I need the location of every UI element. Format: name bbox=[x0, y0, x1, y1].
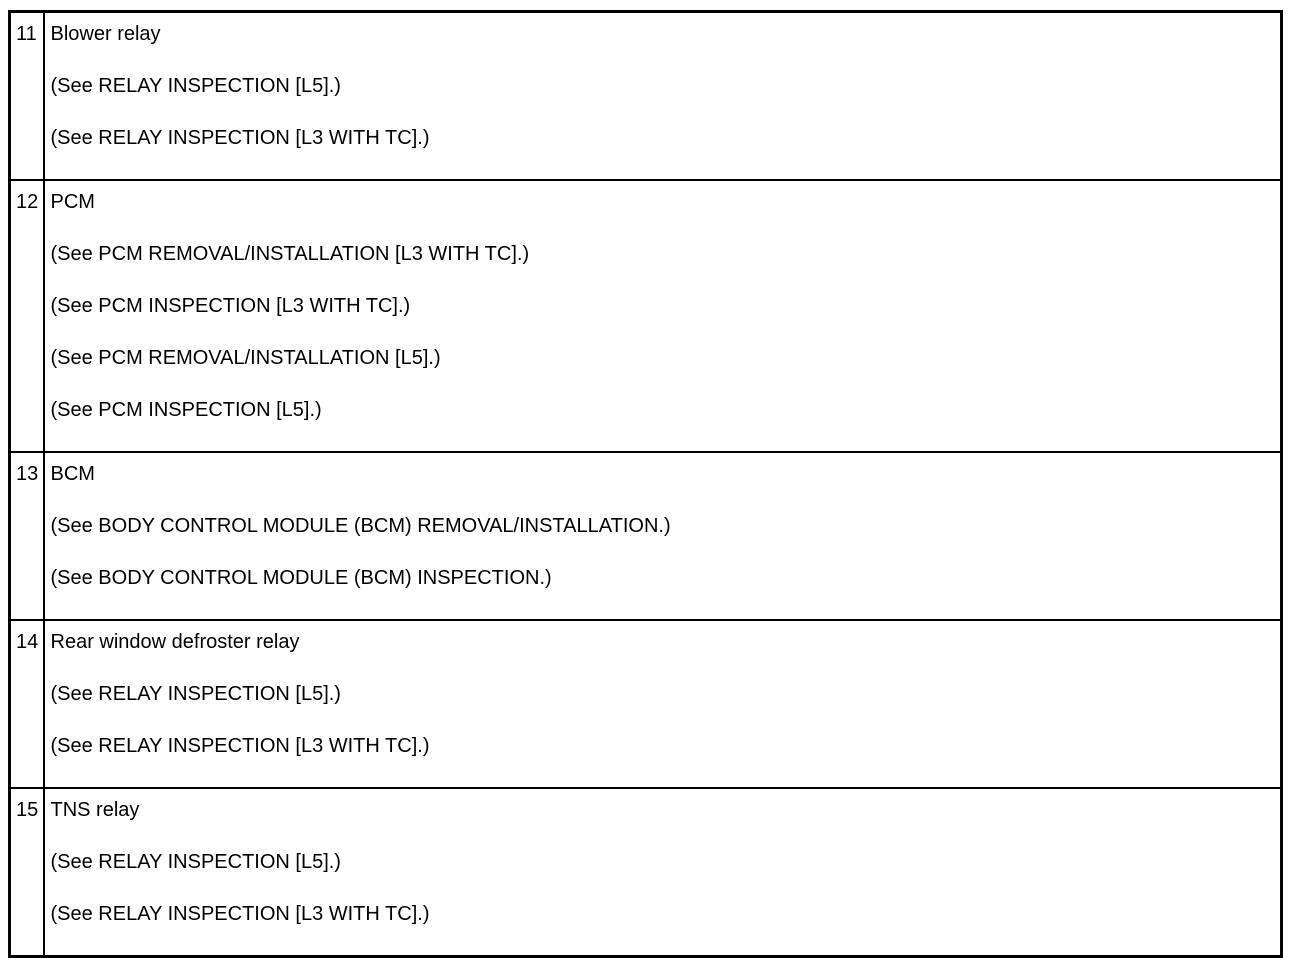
component-name: BCM bbox=[50, 463, 95, 485]
component-name: TNS relay bbox=[50, 799, 140, 821]
parts-table-body: 11 Blower relay (See RELAY INSPECTION [L… bbox=[9, 11, 1282, 957]
see-reference: (See PCM INSPECTION [L3 WITH TC].) bbox=[50, 295, 411, 317]
table-row: 11 Blower relay (See RELAY INSPECTION [L… bbox=[9, 11, 1282, 181]
row-description: Rear window defroster relay (See RELAY I… bbox=[44, 620, 1282, 788]
row-description: PCM (See PCM REMOVAL/INSTALLATION [L3 WI… bbox=[44, 180, 1282, 452]
table-row: 13 BCM (See BODY CONTROL MODULE (BCM) RE… bbox=[9, 452, 1282, 620]
row-number: 15 bbox=[9, 788, 45, 957]
see-reference: (See PCM REMOVAL/INSTALLATION [L3 WITH T… bbox=[50, 243, 530, 265]
component-name: PCM bbox=[50, 191, 95, 213]
see-reference: (See RELAY INSPECTION [L3 WITH TC].) bbox=[50, 127, 430, 149]
row-description: Blower relay (See RELAY INSPECTION [L5].… bbox=[44, 12, 1282, 181]
row-number: 14 bbox=[9, 620, 45, 788]
see-reference: (See RELAY INSPECTION [L3 WITH TC].) bbox=[50, 903, 430, 925]
row-number: 13 bbox=[9, 452, 45, 620]
component-name: Blower relay bbox=[50, 23, 161, 45]
see-reference: (See PCM REMOVAL/INSTALLATION [L5].) bbox=[50, 347, 441, 369]
see-reference: (See RELAY INSPECTION [L5].) bbox=[50, 75, 341, 97]
see-reference: (See PCM INSPECTION [L5].) bbox=[50, 399, 322, 421]
row-number: 12 bbox=[9, 180, 45, 452]
see-reference: (See RELAY INSPECTION [L5].) bbox=[50, 851, 341, 873]
see-reference: (See BODY CONTROL MODULE (BCM) INSPECTIO… bbox=[50, 567, 552, 589]
see-reference: (See RELAY INSPECTION [L5].) bbox=[50, 683, 341, 705]
table-row: 12 PCM (See PCM REMOVAL/INSTALLATION [L3… bbox=[9, 180, 1282, 452]
see-reference: (See RELAY INSPECTION [L3 WITH TC].) bbox=[50, 735, 430, 757]
see-reference: (See BODY CONTROL MODULE (BCM) REMOVAL/I… bbox=[50, 515, 671, 537]
parts-index-table: 11 Blower relay (See RELAY INSPECTION [L… bbox=[8, 10, 1283, 958]
row-description: TNS relay (See RELAY INSPECTION [L5].) (… bbox=[44, 788, 1282, 957]
table-row: 15 TNS relay (See RELAY INSPECTION [L5].… bbox=[9, 788, 1282, 957]
table-row: 14 Rear window defroster relay (See RELA… bbox=[9, 620, 1282, 788]
row-description: BCM (See BODY CONTROL MODULE (BCM) REMOV… bbox=[44, 452, 1282, 620]
row-number: 11 bbox=[9, 11, 45, 180]
component-name: Rear window defroster relay bbox=[50, 631, 300, 653]
